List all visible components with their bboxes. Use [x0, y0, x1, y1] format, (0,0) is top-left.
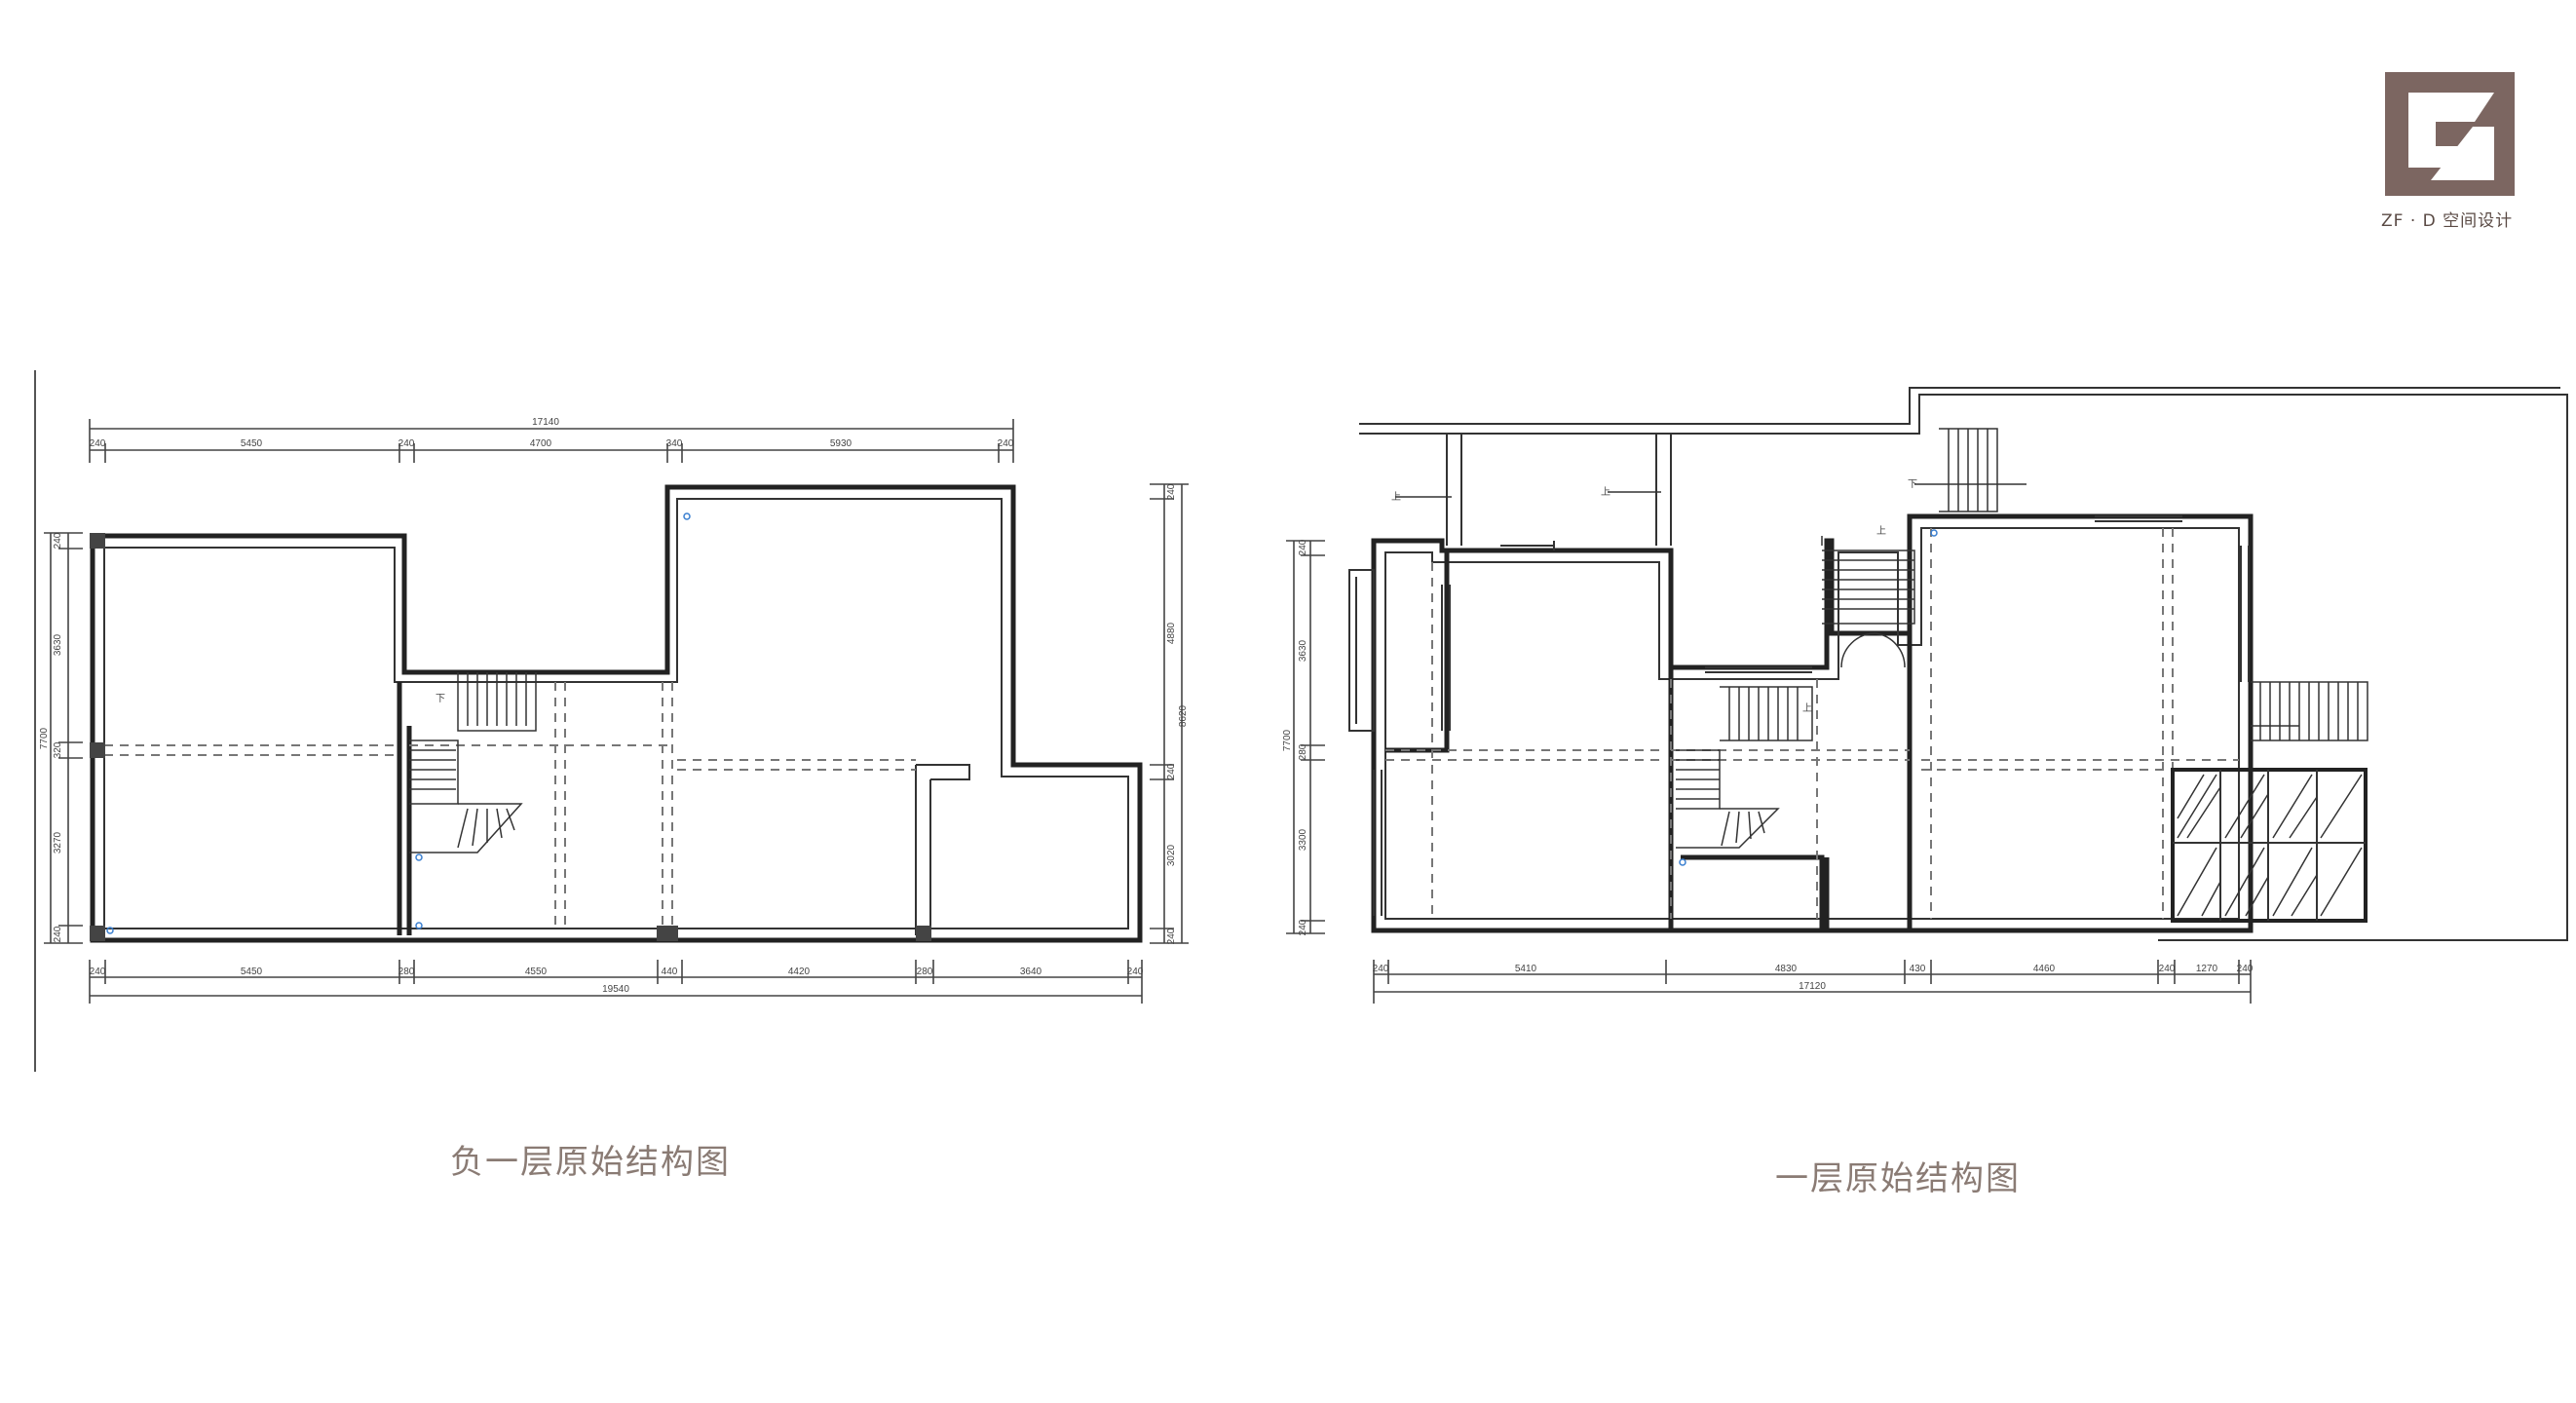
g-dim-left-3: 280 [1298, 743, 1308, 760]
dim-left-2: 3630 [53, 633, 63, 656]
ground-wall-c [1681, 854, 1830, 930]
ground-wall-a [1385, 550, 1450, 753]
stair-up-label-2: 上 [1601, 486, 1610, 498]
g-dim-bottom-8: 240 [2237, 964, 2254, 974]
basement-stair-label: 下 [436, 694, 445, 704]
dim-right-total: 8620 [1178, 704, 1189, 727]
brand-logo-text: ZF · D 空间设计 [2381, 211, 2514, 231]
dim-left-3: 320 [53, 741, 63, 758]
stair-down-label: 下 [1908, 479, 1917, 490]
dim-top-1: 240 [90, 438, 106, 449]
dim-bottom-4: 4550 [525, 967, 548, 977]
column-5 [916, 926, 931, 941]
bay-window [1348, 569, 1375, 732]
ground-plan-caption: 一层原始结构图 [1775, 1159, 2021, 1198]
stair-arrows [1395, 483, 2299, 727]
dim-top-6: 5930 [830, 438, 852, 449]
drain-point-2 [106, 927, 114, 934]
basement-plan: 下 17140 240 5450 240 4700 340 5930 240 2… [39, 417, 1189, 1004]
dim-bottom-9: 240 [1127, 967, 1144, 977]
drain-point-4 [415, 922, 423, 929]
basement-stair [409, 672, 537, 853]
g-dim-bottom-1: 240 [1373, 964, 1389, 974]
dim-bottom-6: 4420 [788, 967, 811, 977]
g-dim-left-5: 240 [1298, 919, 1308, 935]
terrace-outline [1359, 394, 2568, 941]
dim-right-1: 240 [1166, 483, 1177, 500]
ground-outer-wall [1371, 513, 2254, 933]
dim-bottom-total: 19540 [602, 984, 629, 995]
g-dim-left-total: 7700 [1282, 729, 1293, 751]
stair-up-label-4: 上 [1802, 702, 1812, 714]
window-strips [1373, 515, 2250, 916]
dim-bottom-3: 280 [398, 967, 415, 977]
dim-top-2: 5450 [241, 438, 263, 449]
door-swing [1840, 632, 1906, 668]
basement-plan-caption: 负一层原始结构图 [450, 1143, 731, 1182]
g-dim-bottom-2: 5410 [1515, 964, 1537, 974]
dim-bottom-7: 280 [917, 967, 933, 977]
dim-top-7: 240 [998, 438, 1014, 449]
g-dim-left-2: 3630 [1298, 639, 1308, 662]
column-4 [657, 926, 678, 941]
terrace-outline-inner [1359, 387, 2560, 425]
stair-up-label-3: 上 [1876, 525, 1886, 537]
g-dim-bottom-3: 4830 [1775, 964, 1798, 974]
basement-inner-wall [103, 498, 1129, 929]
dim-left-total: 7700 [39, 727, 50, 749]
glass-grid [2171, 768, 2368, 923]
g-dim-bottom-5: 4460 [2033, 964, 2056, 974]
terrace-posts [1446, 434, 1672, 546]
dim-right-2: 4880 [1166, 622, 1177, 644]
dim-bottom-8: 3640 [1020, 967, 1042, 977]
drain-point-1 [683, 512, 691, 520]
g-dim-bottom-total: 17120 [1799, 981, 1826, 992]
g-point-2 [1679, 858, 1686, 866]
column-1 [90, 533, 105, 549]
g-point-1 [1930, 529, 1938, 537]
drain-point-3 [415, 853, 423, 861]
dim-top-4: 4700 [530, 438, 552, 449]
dim-left-4: 3270 [53, 831, 63, 853]
g-dim-bottom-7: 1270 [2196, 964, 2218, 974]
dim-top-3: 240 [398, 438, 415, 449]
ground-inner-wall [1384, 527, 2240, 920]
dim-bottom-5: 440 [662, 967, 678, 977]
g-dim-bottom-6: 240 [2159, 964, 2176, 974]
column-2 [90, 742, 105, 758]
zfd-logo-icon [2385, 72, 2515, 196]
ground-stairs [1676, 428, 2368, 849]
ground-floor-plan: 上 上 上 上 下 240 5410 4830 430 4460 240 127… [1282, 387, 2568, 1004]
g-dim-left-1: 240 [1298, 539, 1308, 555]
basement-outer-wall [90, 484, 1143, 943]
g-dim-left-4: 3300 [1298, 828, 1308, 851]
dim-right-4: 3020 [1166, 844, 1177, 866]
dim-bottom-1: 240 [90, 967, 106, 977]
dim-right-5: 240 [1166, 928, 1177, 944]
column-3 [90, 926, 105, 941]
dim-bottom-2: 5450 [241, 967, 263, 977]
g-dim-bottom-4: 430 [1910, 964, 1926, 974]
dim-left-1: 240 [53, 532, 63, 549]
dim-top-5: 340 [666, 438, 683, 449]
dim-right-3: 240 [1166, 763, 1177, 779]
dim-top-total: 17140 [532, 417, 559, 428]
dim-left-5: 240 [53, 926, 63, 942]
basement-wall-c [915, 764, 970, 935]
